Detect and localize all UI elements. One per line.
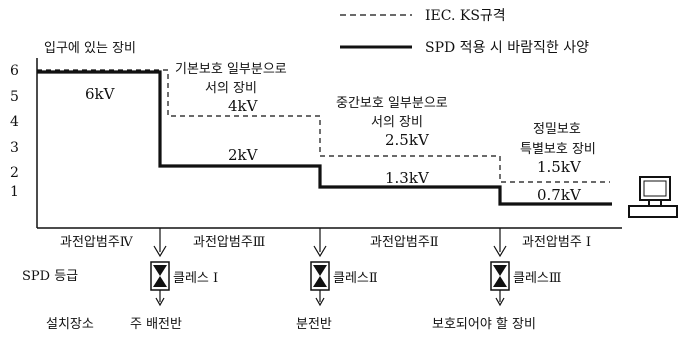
zone-spec-value: 1.5kV (537, 158, 582, 176)
spd-row-label: SPD 등급 (22, 269, 78, 284)
y-tick-label: 5 (10, 89, 19, 105)
spd-class-label: 클레스Ⅱ (333, 271, 378, 286)
zone-actual-value: 0.7kV (537, 186, 582, 204)
location-row-label: 설치장소 (46, 317, 94, 332)
zone-description: 정밀보호 (533, 122, 581, 137)
spd-device-icon (490, 261, 510, 307)
legend-solid-label: SPD 적용 시 바람직한 사양 (425, 40, 589, 56)
zone-description: 서의 장비 (371, 115, 423, 130)
spd-class-label: 클레스 Ⅰ (173, 271, 218, 286)
header-label: 입구에 있는 장비 (44, 41, 136, 56)
y-tick-label: 2 (10, 165, 19, 181)
spd-device-icon (310, 261, 330, 307)
y-tick-label: 1 (10, 184, 19, 200)
location-label: 주 배전반 (130, 317, 182, 332)
spd-class-label: 클레스Ⅲ (513, 271, 561, 286)
spd-solid-line (37, 70, 612, 206)
spd-device-icon (150, 261, 170, 307)
zone-actual-value: 1.3kV (385, 169, 430, 187)
computer-icon (628, 176, 678, 218)
zone-description: 서의 장비 (205, 81, 257, 96)
legend-dashed-label: IEC. KS규격 (425, 8, 506, 24)
zone-description: 기본보호 일부분으로 (175, 62, 287, 77)
category-label: 과전압범주Ⅲ (193, 235, 265, 250)
boundary-arrow (313, 228, 327, 258)
spec-dashed-line (37, 69, 610, 183)
zone-actual-value: 6kV (85, 85, 116, 103)
zone-description: 중간보호 일부분으로 (336, 96, 448, 111)
y-axis: 6 5 4 3 2 1 (10, 63, 19, 200)
boundary-arrow (153, 228, 167, 258)
location-label: 보호되어야 할 장비 (432, 317, 536, 332)
zone-spec-value: 4kV (228, 97, 259, 115)
y-tick-label: 3 (10, 140, 19, 156)
y-tick-label: 6 (10, 63, 19, 79)
boundary-arrow (493, 228, 507, 258)
zone-spec-value: 2.5kV (385, 131, 430, 149)
category-label: 과전압범주Ⅱ (370, 235, 439, 250)
location-label: 분전반 (296, 317, 332, 332)
zone-actual-value: 2kV (228, 146, 259, 164)
category-label: 과전압범주 Ⅰ (522, 235, 591, 250)
zone-description: 특별보호 장비 (520, 142, 596, 157)
category-label: 과전압범주Ⅳ (60, 235, 134, 250)
y-tick-label: 4 (10, 114, 19, 130)
